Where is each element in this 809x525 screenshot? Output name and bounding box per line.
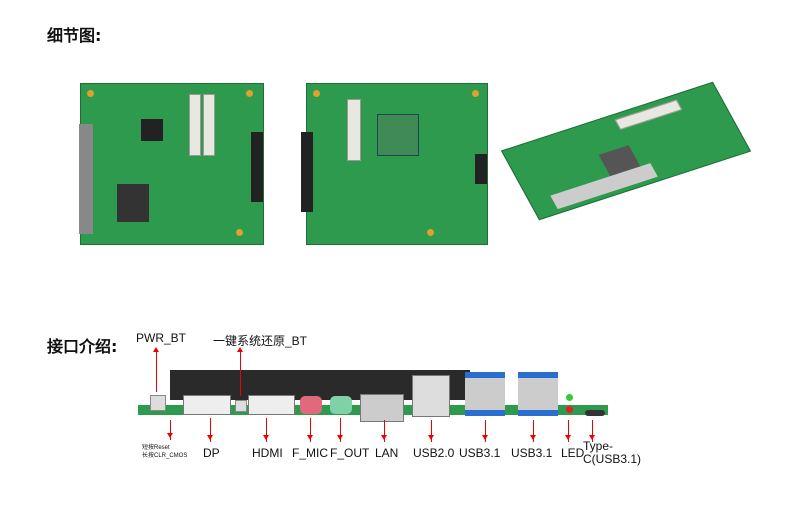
restore-arrow bbox=[237, 347, 243, 396]
board-angled-view-image bbox=[500, 81, 752, 221]
label-f-mic: F_MIC bbox=[292, 446, 328, 460]
label-hdmi: HDMI bbox=[252, 446, 283, 460]
label-typec: Type-C(USB3.1) bbox=[583, 440, 641, 466]
label-lan: LAN bbox=[375, 446, 399, 460]
reset-line2: 长按CLR_CMOS bbox=[142, 453, 188, 459]
label-usb31-b: USB3.1 bbox=[511, 446, 553, 460]
board-bottom-view-image bbox=[301, 83, 488, 245]
label-restore-bt: 一键系统还原_BT bbox=[213, 334, 308, 348]
label-reset: 短按Reset 长按CLR_CMOS bbox=[142, 444, 187, 460]
reset-line1: 短按Reset bbox=[142, 445, 170, 451]
typec-line2: C(USB3.1) bbox=[583, 452, 642, 466]
detail-heading: 细节图: bbox=[47, 26, 102, 45]
board-top-view-image bbox=[79, 83, 264, 245]
typec-line1: Type- bbox=[583, 439, 614, 453]
label-dp: DP bbox=[203, 446, 220, 460]
pwr-arrow bbox=[153, 347, 159, 392]
label-usb31-a: USB3.1 bbox=[459, 446, 501, 460]
interfaces-heading: 接口介绍: bbox=[47, 337, 118, 356]
label-usb20: USB2.0 bbox=[413, 446, 455, 460]
label-pwr-bt: PWR_BT bbox=[136, 331, 187, 345]
label-led: LED bbox=[561, 446, 585, 460]
label-f-out: F_OUT bbox=[330, 446, 370, 460]
